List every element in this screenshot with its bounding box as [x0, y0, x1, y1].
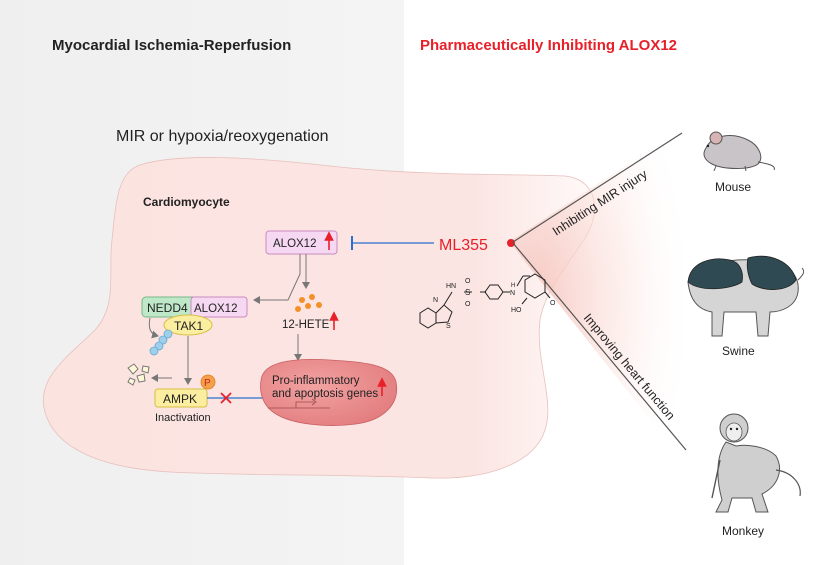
ubiquitin-chain: [149, 329, 173, 356]
inactivation-label: Inactivation: [155, 412, 211, 424]
condition-label: MIR or hypoxia/reoxygenation: [116, 128, 329, 145]
hete-dots: [295, 294, 322, 312]
monkey-icon: [711, 413, 801, 513]
tak1-label: TAK1: [174, 319, 203, 333]
mouse-label: Mouse: [715, 180, 751, 194]
mol-n1: N: [433, 297, 438, 304]
alox12-top-box: [265, 230, 338, 255]
swine-label: Swine: [722, 344, 755, 358]
degraded-fragments-icon: [127, 363, 150, 386]
mol-o1: O: [465, 278, 471, 285]
mol-nh: N: [510, 290, 515, 297]
hete-label: 12-HETE: [282, 319, 330, 331]
ubiquitin-arrow: [148, 317, 159, 339]
cross-icon: [220, 392, 232, 404]
mol-o3: O: [550, 300, 556, 307]
right-title: Pharmaceutically Inhibiting ALOX12: [420, 37, 677, 54]
swine-icon: [687, 255, 805, 337]
lower-effect-line: [512, 242, 687, 451]
mol-s1: S: [465, 288, 470, 297]
nucleus: [260, 358, 398, 426]
left-title: Myocardial Ischemia-Reperfusion: [52, 37, 291, 54]
mol-ho: HO: [511, 307, 522, 314]
phospho-label: P: [204, 378, 211, 389]
alox12-to-complex-arrow: [253, 254, 301, 304]
ml355-dot: [507, 239, 515, 247]
mol-s2: S: [446, 323, 451, 330]
ampk-label: AMPK: [163, 392, 197, 406]
alox12-complex-label: ALOX12: [194, 303, 237, 315]
alox12-top-label: ALOX12: [273, 238, 316, 250]
monkey-label: Monkey: [722, 524, 764, 538]
upper-effect-line: [512, 132, 683, 243]
mol-o2: O: [465, 301, 471, 308]
drug-glow: [512, 130, 690, 470]
mol-hn: HN: [446, 283, 456, 290]
mouse-icon: [703, 131, 775, 172]
nedd4-label: NEDD4: [147, 301, 188, 315]
cardiomyocyte-cell: [42, 157, 595, 479]
mol-h: H: [511, 283, 515, 289]
ml355-label: ML355: [439, 237, 488, 254]
cell-label: Cardiomyocyte: [143, 195, 230, 209]
genes-line2: and apoptosis genes: [272, 388, 378, 400]
tak1-oval: [163, 314, 213, 336]
alox12-complex-box: [190, 296, 248, 318]
genes-line1: Pro-inflammatory: [272, 375, 360, 387]
gene-transcription-icon: [268, 401, 330, 409]
phospho-circle: [200, 374, 216, 390]
ml355-molecule: [419, 273, 551, 329]
